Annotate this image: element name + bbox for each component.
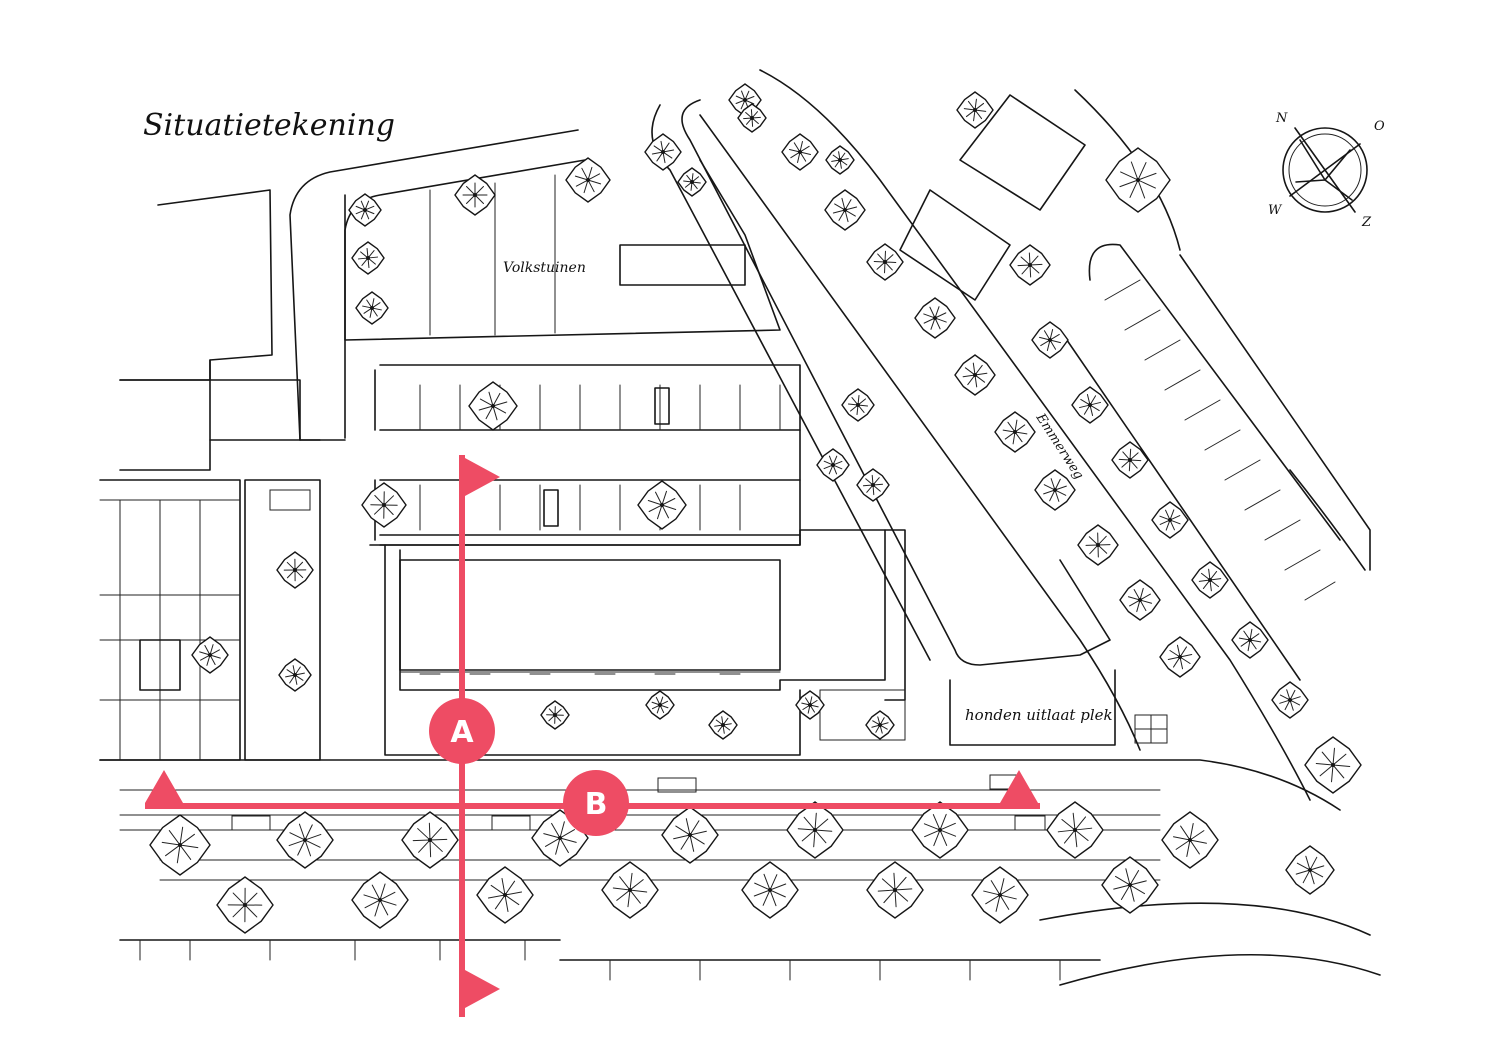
tree	[737, 103, 767, 133]
section-a-marker[interactable]: A	[429, 455, 500, 1017]
allotment-gardens: Volkstuinen	[344, 159, 781, 341]
tree	[1071, 386, 1109, 424]
section-a-flag-bottom	[465, 970, 500, 1008]
tree	[911, 801, 969, 859]
parking-area	[374, 364, 801, 546]
tree	[216, 876, 274, 934]
section-a-badge	[429, 698, 495, 764]
tree	[1031, 321, 1069, 359]
section-b-flag-left	[145, 770, 183, 803]
trees	[149, 83, 1362, 934]
tree	[954, 354, 996, 396]
tree	[914, 297, 956, 339]
tree	[476, 866, 534, 924]
tree	[956, 91, 994, 129]
tree	[1159, 636, 1201, 678]
tree	[1105, 147, 1171, 213]
section-b-badge	[563, 770, 629, 836]
tree	[825, 145, 855, 175]
tree	[1271, 681, 1309, 719]
tree	[468, 381, 518, 431]
tree	[866, 243, 904, 281]
tree	[865, 710, 895, 740]
tree	[348, 193, 382, 227]
tree	[540, 700, 570, 730]
tree	[276, 811, 334, 869]
tree	[1151, 501, 1189, 539]
tree	[565, 157, 611, 203]
label-dog-area: honden uitlaat plek	[965, 706, 1113, 724]
tree	[351, 241, 385, 275]
right-parking	[899, 89, 1371, 681]
tree	[677, 167, 707, 197]
tree	[361, 482, 407, 528]
tree	[601, 861, 659, 919]
tree	[1101, 856, 1159, 914]
section-a-label: A	[450, 715, 474, 750]
tree	[276, 551, 314, 589]
tree	[1046, 801, 1104, 859]
tree	[1077, 524, 1119, 566]
tree	[708, 710, 738, 740]
tree	[971, 866, 1029, 924]
tree	[994, 411, 1036, 453]
tree	[1191, 561, 1229, 599]
label-gardens: Volkstuinen	[503, 260, 586, 276]
tree	[824, 189, 866, 231]
section-b-label: B	[585, 787, 608, 822]
tree	[1009, 244, 1051, 286]
tree	[1119, 579, 1161, 621]
tree	[741, 861, 799, 919]
tree	[795, 690, 825, 720]
tree	[781, 133, 819, 171]
main-building	[369, 529, 906, 756]
tree	[637, 480, 687, 530]
tree	[191, 636, 229, 674]
tree	[278, 658, 312, 692]
tree	[1111, 441, 1149, 479]
compass-w: W	[1268, 203, 1283, 218]
tree	[351, 871, 409, 929]
compass-o: O	[1374, 119, 1385, 134]
tree	[866, 861, 924, 919]
label-street: Emmerweg	[1032, 410, 1086, 482]
tree	[1304, 736, 1362, 794]
drawing-title: Situatietekening	[143, 108, 395, 143]
tree	[841, 388, 875, 422]
tree	[1231, 621, 1269, 659]
tree	[856, 468, 890, 502]
tree	[454, 174, 496, 216]
tree	[355, 291, 389, 325]
compass-rose: N O W Z	[1268, 111, 1385, 230]
tree	[645, 690, 675, 720]
section-b-flag-right	[1000, 770, 1038, 803]
section-a-flag-top	[465, 458, 500, 496]
tree	[1285, 845, 1335, 895]
allotment-access-road	[289, 129, 586, 441]
tree	[816, 448, 850, 482]
section-b-marker[interactable]: B	[145, 770, 1040, 836]
tree	[1161, 811, 1219, 869]
tree	[1034, 469, 1076, 511]
main-street	[99, 759, 1381, 986]
compass-n: N	[1275, 111, 1288, 126]
compass-z: Z	[1361, 215, 1372, 230]
tree	[786, 801, 844, 859]
tree	[149, 814, 211, 876]
tree	[644, 133, 682, 171]
tree	[661, 806, 719, 864]
tree	[401, 811, 459, 869]
